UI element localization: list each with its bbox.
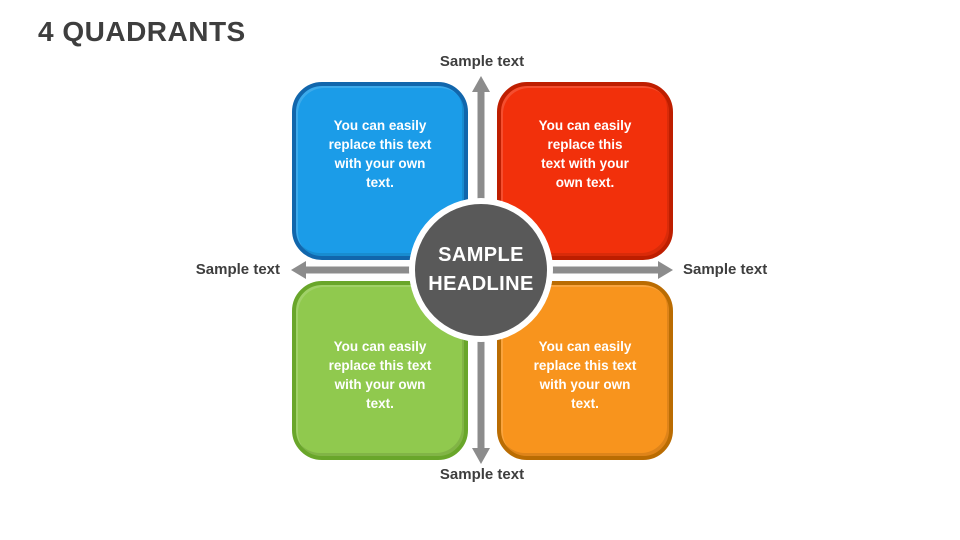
quadrant-text-line: with your own — [334, 156, 426, 171]
arrow-down-icon — [472, 448, 490, 464]
arrow-right-icon — [658, 261, 673, 279]
center-circle: SAMPLE HEADLINE — [409, 198, 553, 342]
quadrant-text-line: with your own — [539, 377, 631, 392]
center-headline-line2: HEADLINE — [428, 273, 534, 295]
axis-label-top: Sample text — [439, 53, 525, 70]
quadrant-text-line: You can easily — [538, 339, 632, 354]
center-headline-line1: SAMPLE — [438, 244, 524, 266]
quadrant-text-line: text with your — [541, 156, 629, 171]
axis-label-right: Sample text — [683, 261, 768, 278]
quadrant-text-line: You can easily — [333, 118, 427, 133]
quadrant-text-line: replace this text — [328, 358, 432, 373]
quadrant-text-line: replace this text — [533, 358, 637, 373]
quadrant-text-line: replace this — [547, 137, 623, 152]
quadrant-text-line: own text. — [555, 175, 615, 190]
quadrant-text-line: text. — [366, 396, 394, 411]
axis-label-bottom: Sample text — [439, 466, 525, 483]
quadrant-text-line: text. — [366, 175, 394, 190]
quadrant-text-line: replace this text — [328, 137, 432, 152]
arrow-left-icon — [291, 261, 306, 279]
axis-label-left: Sample text — [195, 261, 280, 278]
quadrant-text-line: with your own — [334, 377, 426, 392]
arrow-up-icon — [472, 76, 490, 92]
page-title: 4 QUADRANTS — [38, 16, 246, 47]
quadrant-text-line: You can easily — [538, 118, 632, 133]
quadrant-top-left: You can easily replace this text with yo… — [292, 82, 468, 260]
quadrant-text-line: You can easily — [333, 339, 427, 354]
quadrant-text-line: text. — [571, 396, 599, 411]
